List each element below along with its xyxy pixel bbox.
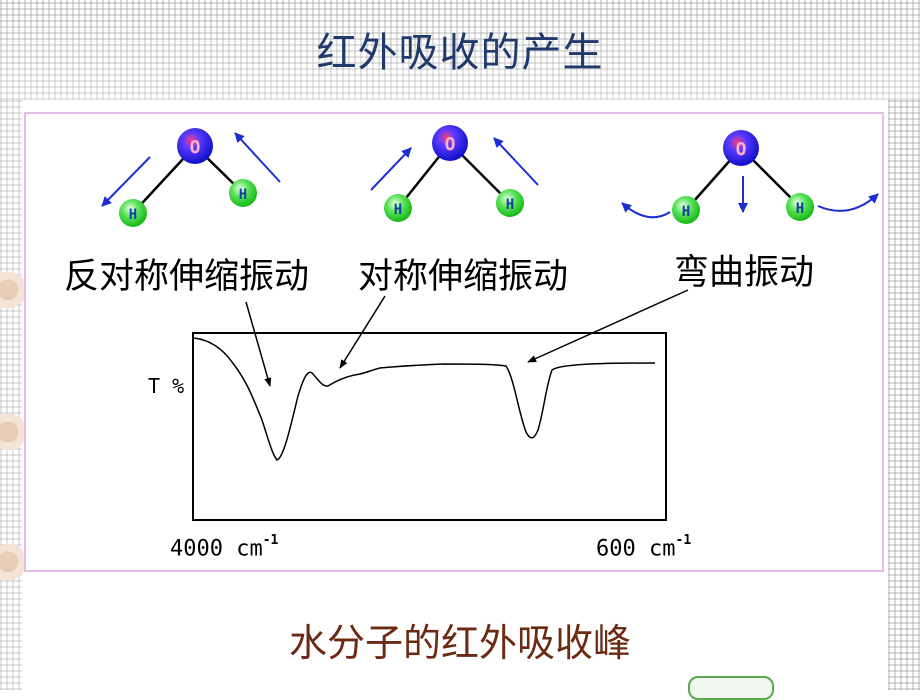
- oxygen-atom: [432, 125, 468, 161]
- hydrogen-atom-left: [672, 196, 700, 224]
- diagram-panel: [24, 112, 884, 572]
- label-symmetric-stretch: 对称伸缩振动: [358, 257, 569, 297]
- y-axis-label: T %: [148, 374, 185, 398]
- x-left-unit: cm: [236, 536, 263, 562]
- oxygen-atom-label: O: [190, 137, 201, 158]
- x-right-unit-exp: -1: [675, 533, 692, 548]
- decoration-left-2: [0, 410, 26, 456]
- oxygen-atom-label: O: [445, 134, 456, 155]
- decoration-left-1: [0, 268, 26, 314]
- oxygen-atom-label: O: [736, 139, 747, 160]
- hydrogen-atom-right-label: H: [239, 187, 247, 203]
- logo-badge: [688, 676, 774, 700]
- pointer-arrow-antisymmetric: [245, 301, 272, 387]
- x-left-unit-exp: -1: [262, 533, 279, 548]
- slide-caption: 水分子的红外吸收峰: [288, 621, 631, 665]
- decoration-left-3: [0, 540, 26, 586]
- hydrogen-atom-right: [229, 179, 257, 207]
- x-right-value: 600: [596, 536, 636, 562]
- pointer-arrow-bending: [527, 289, 689, 363]
- oxygen-atom: [723, 130, 759, 166]
- oxygen-atom: [177, 128, 213, 164]
- spectrum-curve: [193, 337, 656, 461]
- arrow-curved-right-icon: [817, 193, 879, 212]
- x-right-unit: cm: [649, 536, 676, 562]
- hydrogen-atom-left: [384, 194, 412, 222]
- hydrogen-atom-right-label: H: [506, 197, 514, 213]
- arrow-right-icon: [234, 132, 281, 183]
- hydrogen-atom-left-label: H: [129, 207, 137, 223]
- molecule-bending: O H H: [621, 130, 879, 224]
- hydrogen-atom-right: [496, 189, 524, 217]
- x-left-value: 4000: [170, 536, 223, 562]
- arrow-curved-left-icon: [621, 202, 671, 219]
- slide-title: 红外吸收的产生: [316, 30, 604, 76]
- arrow-left-icon: [101, 156, 151, 207]
- hydrogen-atom-right: [786, 193, 814, 221]
- molecule-antisymmetric: O H H: [101, 128, 281, 227]
- x-axis-left-label: 4000 cm-1: [170, 533, 279, 562]
- background-hatch-right: [888, 100, 920, 690]
- label-bending: 弯曲振动: [674, 253, 815, 293]
- label-antisymmetric-stretch: 反对称伸缩振动: [64, 257, 310, 297]
- pointer-arrow-symmetric: [339, 295, 386, 369]
- hydrogen-atom-left: [119, 199, 147, 227]
- hydrogen-atom-right-label: H: [796, 201, 804, 217]
- hydrogen-atom-left-label: H: [682, 204, 690, 220]
- background-hatch-top: [0, 0, 920, 100]
- hydrogen-atom-left-label: H: [394, 202, 402, 218]
- molecule-symmetric: O H H: [370, 125, 539, 222]
- arrow-left-icon: [370, 147, 412, 191]
- x-axis-right-label: 600 cm-1: [596, 533, 692, 562]
- arrow-right-icon: [493, 137, 539, 186]
- spectrum-frame: [192, 332, 667, 521]
